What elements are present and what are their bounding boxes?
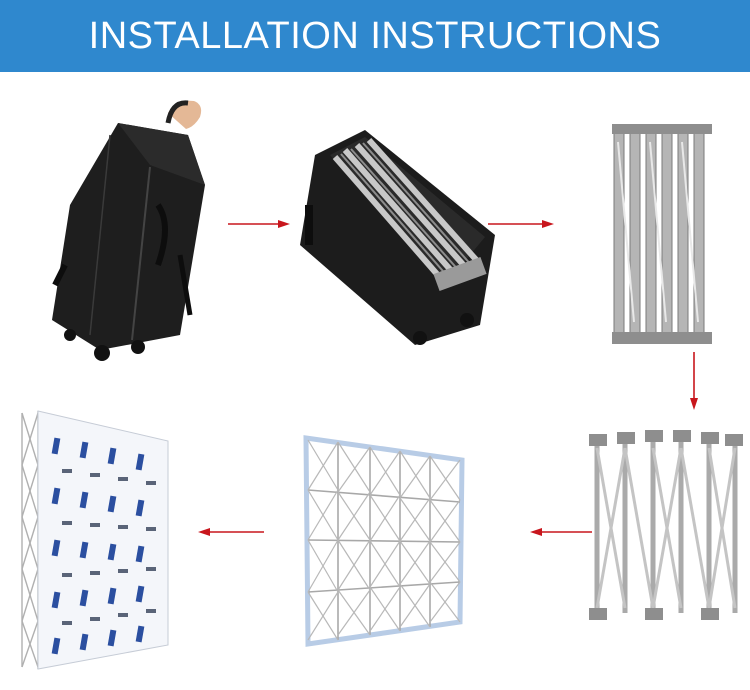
arrow-left-icon xyxy=(198,526,264,538)
step-4-expanding-frame-image xyxy=(585,428,743,623)
arrow-down-icon xyxy=(688,352,700,410)
arrow-right-icon xyxy=(488,218,554,230)
step-1-bag-image xyxy=(40,95,215,370)
arrow-left-icon xyxy=(530,526,592,538)
step-5-expanded-frame-image xyxy=(300,432,468,650)
step-3-folded-frame-image xyxy=(608,122,716,347)
step-2-open-bag-image xyxy=(295,125,500,350)
page-title: INSTALLATION INSTRUCTIONS xyxy=(88,14,662,57)
arrow-right-icon xyxy=(228,218,290,230)
step-6-fabric-backdrop-image xyxy=(18,405,170,673)
header-banner: INSTALLATION INSTRUCTIONS xyxy=(0,0,750,72)
